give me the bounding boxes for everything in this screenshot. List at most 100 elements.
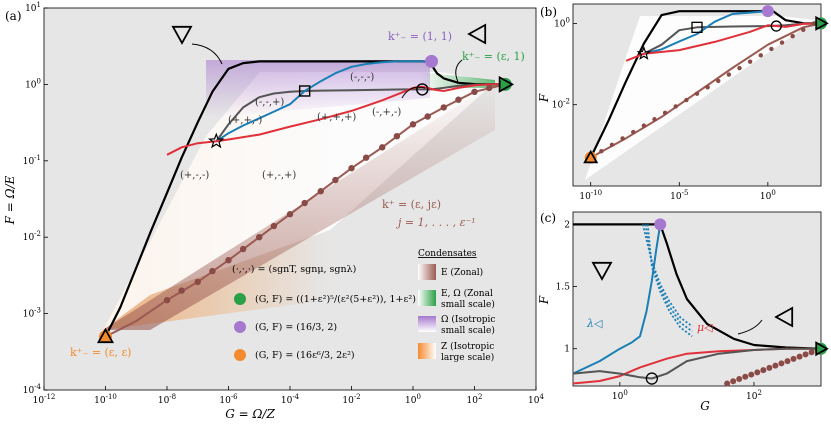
scatter-point [270, 222, 278, 230]
x-tick-label: 10-10 [579, 189, 602, 202]
x-tick-label: 10-8 [158, 393, 176, 406]
scatter-point [772, 362, 779, 369]
scatter-point [609, 142, 615, 148]
legend-title-line: (·,·,·) = (sgnT, sgnμ, sgnλ) [232, 264, 356, 275]
sign-label-5: (+,-,-) [180, 170, 209, 181]
legend: (·,·,·) = (sgnT, sgnμ, sgnλ) (G, F) = ((… [232, 264, 416, 361]
panel-a-label: (a) [5, 9, 22, 23]
y-tick-label: 10-4 [23, 383, 42, 396]
scatter-point [790, 33, 795, 39]
scatter-point [769, 46, 774, 52]
symbol-triangle-right [815, 15, 829, 31]
scatter-point [796, 353, 803, 360]
cond-label-isotropic-large-1: Z (Isotropic [441, 341, 494, 352]
scatter-point [485, 84, 493, 92]
scatter-point [784, 358, 791, 365]
panel-c-plot-area [572, 211, 822, 387]
scatter-point [790, 355, 797, 362]
panel-b-series [583, 5, 829, 164]
symbol-triangle-down [591, 261, 613, 281]
key-point-orange [584, 151, 597, 164]
scatter-point [471, 88, 478, 96]
key-point-green [815, 17, 827, 30]
scatter-point [424, 113, 431, 120]
scatter-point [178, 287, 185, 294]
x-tick-label: 10-12 [33, 393, 56, 406]
panel-c-ylabel: F [537, 295, 551, 305]
panel-a-key-points [99, 54, 512, 344]
symbol-triangle-right [815, 341, 829, 357]
series-line-3 [625, 22, 822, 62]
symbol-star [636, 45, 652, 60]
series-line-2 [215, 60, 432, 143]
y-tick-label: 10-2 [23, 230, 41, 243]
scatter-point [652, 117, 657, 122]
k-label-brown: k⁺ = (ε, jε) [382, 198, 441, 211]
region-brown-fill [103, 82, 495, 330]
y-tick-label: 10-1 [23, 154, 41, 167]
k-label-orange: k⁺₋ = (ε, ε) [70, 346, 131, 359]
scatter-point [766, 364, 773, 371]
series-dotted-0 [641, 224, 693, 328]
scatter-point [801, 27, 806, 32]
key-point-purple [654, 218, 667, 231]
scatter-point [742, 373, 749, 380]
cond-label-isotropic-small-1: Ω (Isotropic [441, 314, 495, 325]
series-line-1 [215, 83, 506, 142]
scatter-point [599, 148, 604, 154]
y-tick-label: 2 [564, 220, 570, 230]
scatter-point [455, 96, 462, 103]
legend-entry-orange: (G, F) = (16ε⁶/3, 2ε²) [255, 350, 355, 361]
scatter-point [726, 72, 732, 77]
symbol-circle-open [645, 372, 659, 385]
cond-label-isotropic-small-2: small scale) [441, 325, 495, 336]
y-tick-label: 1.5 [556, 283, 571, 293]
scatter-point [362, 154, 370, 161]
y-tick-label: 1 [564, 345, 570, 355]
k-label-brown-range: j = 1, . . . , ε⁻¹ [395, 216, 476, 229]
scatter-point [332, 176, 339, 184]
series-line-4 [590, 22, 822, 159]
series-line-1 [572, 224, 662, 375]
scatter-point [225, 256, 232, 264]
scatter-point [694, 91, 700, 96]
arrow-left-triangle [455, 59, 463, 83]
k-labels: k⁺₋ = (1, 1) k⁺₋ = (ε, 1) k⁺ = (ε, jε) j… [70, 30, 525, 359]
scatter-point [440, 104, 447, 111]
scatter-point [705, 85, 710, 90]
scatter-point [620, 136, 625, 141]
series-line-0 [573, 223, 822, 350]
y-tick-label: 10-3 [23, 307, 41, 320]
sign-label-1: (-,-,-) [350, 72, 374, 83]
symbol-square [298, 85, 311, 97]
panel-c-arrow [737, 319, 763, 335]
scatter-point [724, 380, 731, 387]
scatter-point [194, 278, 201, 286]
panel-b-label: (b) [540, 5, 557, 19]
scatter-point [730, 378, 737, 385]
legend-entry-green: (G, F) = ((1+ε²)⁵/(ε²(5+ε²)), 1+ε²) [255, 294, 416, 305]
series-dotted-2 [646, 224, 693, 338]
legend-entry-purple: (G, F) = (16/3, 2) [255, 322, 337, 333]
scatter-point [736, 376, 743, 383]
scatter-point [754, 369, 761, 376]
x-tick-label: 100 [760, 189, 776, 202]
series-line-3 [166, 83, 506, 156]
condensates-key: Condensates E (Zonal) E, Ω (Zonal small … [418, 249, 495, 363]
scatter-point [811, 21, 817, 26]
y-tick-label: 101 [25, 1, 41, 14]
x-tick-label: 104 [528, 393, 544, 406]
sign-label-6: (+,-,+) [262, 170, 296, 181]
x-tick-label: 10-5 [670, 189, 688, 202]
scatter-point [684, 97, 689, 103]
x-tick-label: 10-6 [219, 393, 238, 406]
key-point-purple [761, 5, 774, 18]
scatter-point [802, 351, 809, 358]
key-point-0 [498, 77, 512, 91]
sign-labels: (-,-,+) (-,-,-) (+,+,-) (+,+,+) (-,+,-) … [180, 72, 401, 181]
scatter-point [286, 211, 294, 218]
symbol-triangle-down [171, 25, 193, 45]
panel-c-annotation-mu: μ◁ [697, 321, 713, 334]
